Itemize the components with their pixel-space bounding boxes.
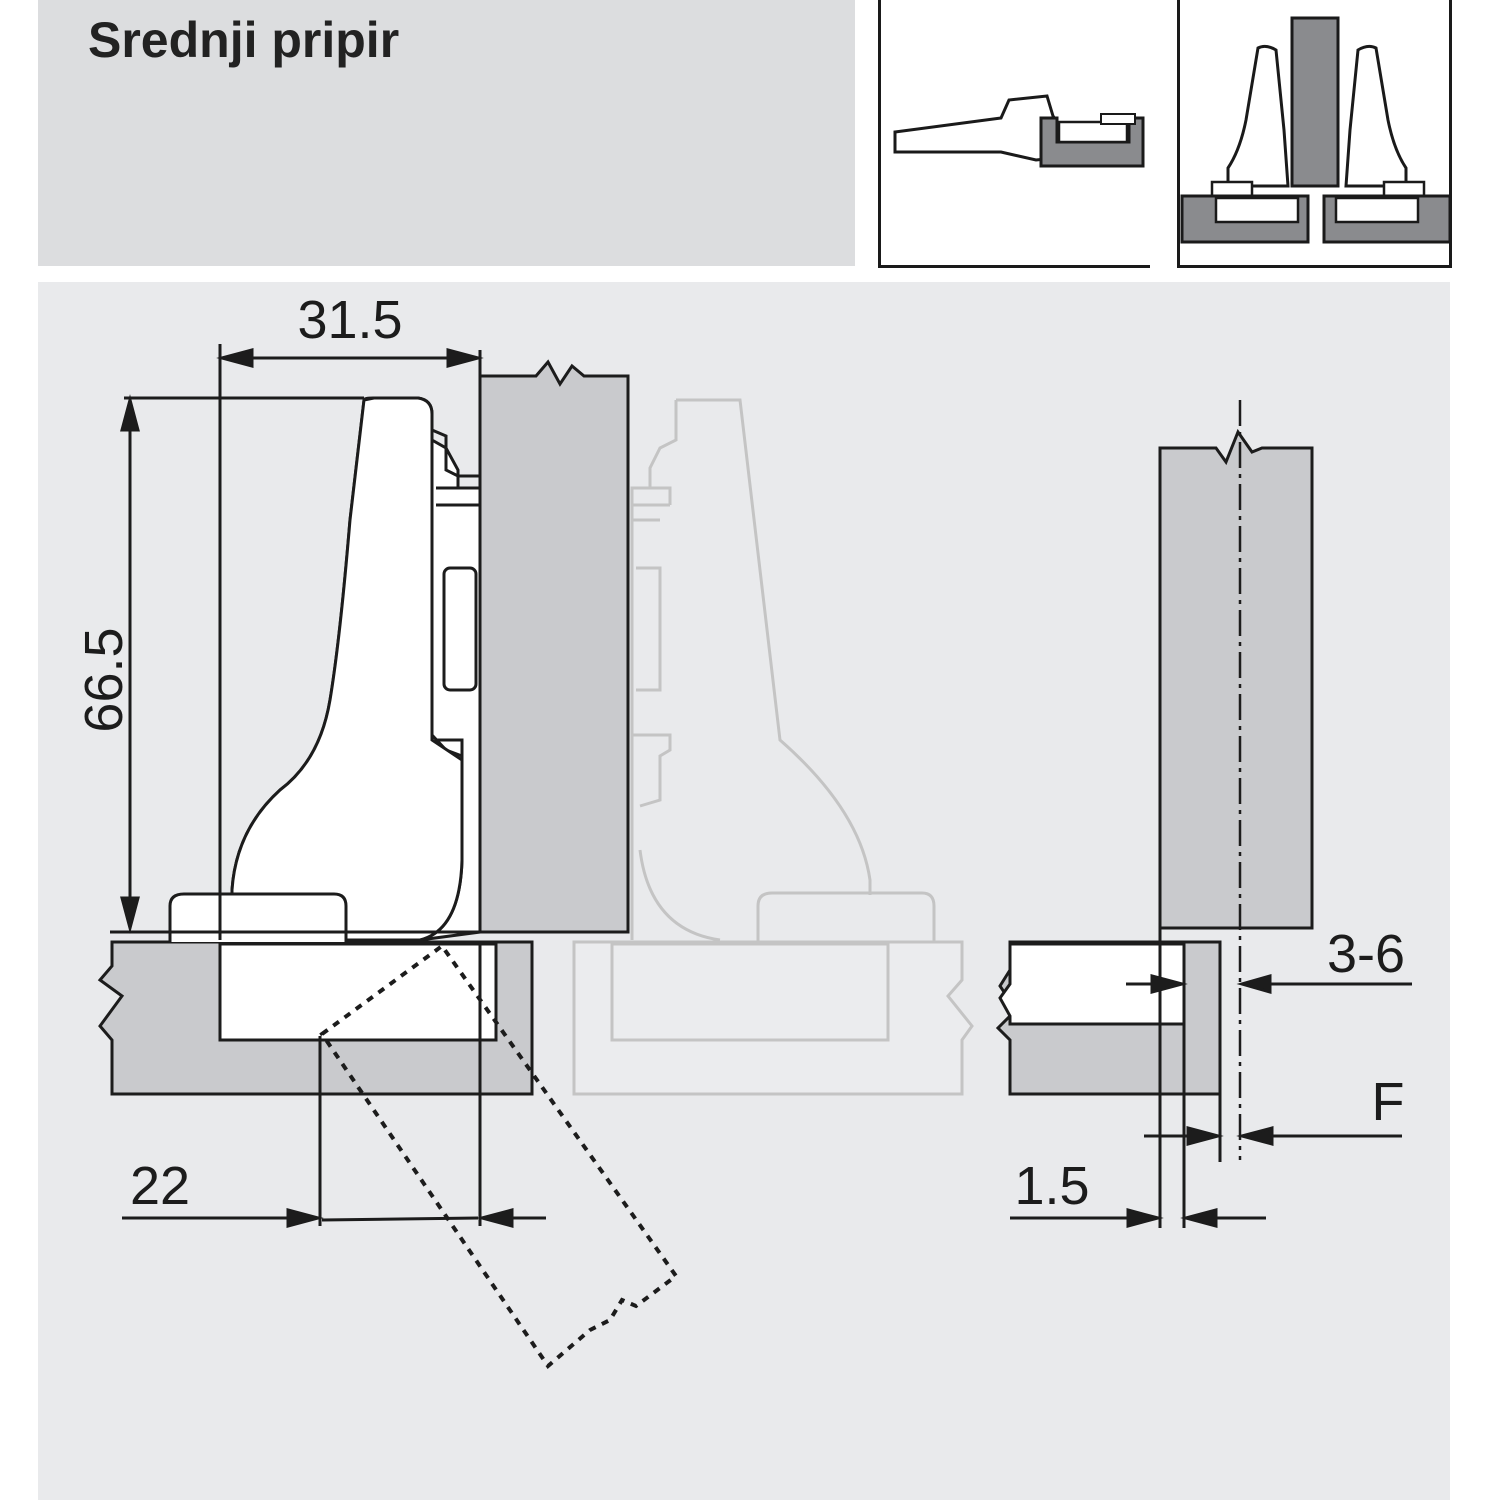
right-door-section (1158, 428, 1314, 930)
label-F: F (1372, 1072, 1405, 1132)
label-66-5: 66.5 (74, 627, 134, 732)
left-cabinet-panel (97, 940, 534, 1096)
hinge-arm (110, 396, 482, 942)
hinge-side-icon (893, 94, 1145, 168)
drawing-panel: 31.5 66.5 22 (38, 282, 1450, 1500)
dim-22 (122, 942, 546, 1228)
dim-right-lines (1010, 928, 1412, 1228)
label-31-5: 31.5 (297, 290, 402, 350)
two-doors-icon (1180, 16, 1452, 244)
page-title: Srednji pripir (88, 12, 400, 68)
two-doors-thumbnail (1177, 0, 1452, 268)
hinge-side-thumbnail (878, 0, 1150, 268)
title-panel: Srednji pripir (38, 0, 855, 266)
ghost-hinge (572, 398, 974, 1096)
right-cabinet-section (995, 940, 1222, 1096)
door-open-dotted-outline (319, 943, 679, 1369)
hinge-dimension-drawing: 31.5 66.5 22 (74, 290, 1412, 1369)
dim-66-5 (120, 394, 364, 934)
label-1-5: 1.5 (1014, 1156, 1089, 1216)
dim-31-5 (216, 344, 484, 940)
door-upright (478, 359, 630, 934)
label-3-6: 3-6 (1327, 924, 1405, 984)
label-22: 22 (130, 1156, 190, 1216)
